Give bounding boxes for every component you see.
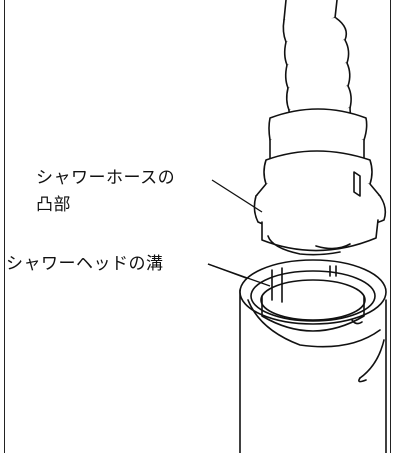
leader-line-groove-2 xyxy=(207,263,271,287)
label-hose-protrusion-line1: シャワーホースの xyxy=(36,168,176,188)
label-hose-protrusion-line2: 凸部 xyxy=(36,195,71,215)
shower-head-handle xyxy=(239,259,387,453)
leader-line-hose-protrusion xyxy=(211,179,263,213)
left-border xyxy=(4,0,5,453)
hose-connector xyxy=(253,108,387,256)
label-head-groove: シャワーヘッドの溝 xyxy=(6,254,164,274)
right-border xyxy=(390,0,391,453)
